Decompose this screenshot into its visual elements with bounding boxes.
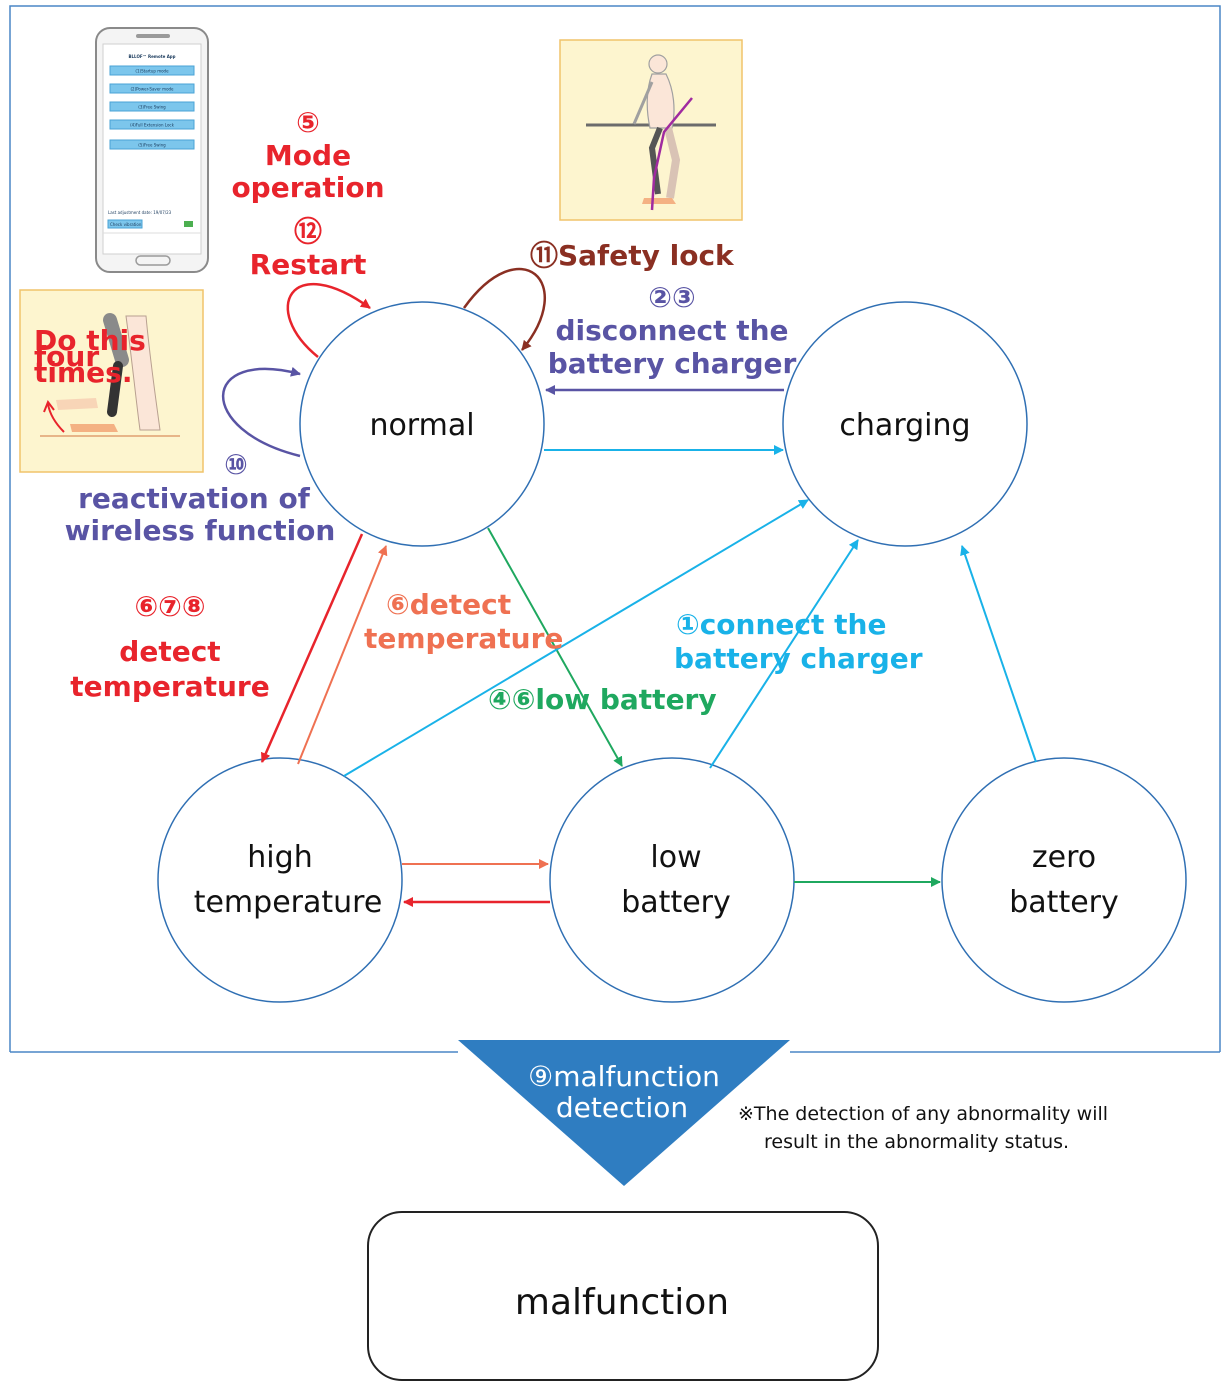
arrow-zero-battery-to-charging: [960, 545, 1037, 763]
state-normal-label: normal: [369, 408, 474, 443]
malfunction-detection-label-2: detection: [556, 1091, 688, 1124]
label-detect-temperature-red-number: ⑥⑦⑧: [134, 590, 205, 623]
arrow-high-temperature-to-normal: [297, 545, 388, 765]
arrow-low-battery-to-charging: [709, 539, 859, 769]
label-mode-operation-number: ⑤: [296, 106, 320, 139]
state-zero-battery-label-1: zero: [1032, 840, 1096, 875]
phone-button-4: (4)Full Extension Lock: [130, 123, 174, 128]
phone-button-1: (1)Startup mode: [135, 69, 169, 74]
state-charging-node: [782, 301, 1028, 547]
label-mode-operation-line-2: operation: [231, 171, 384, 204]
diagram-frame: [9, 5, 1221, 1052]
state-high-temperature-node: [157, 757, 403, 1003]
label-mode-operation-line-1: Mode: [265, 139, 351, 172]
label-restart-number: ⑫: [294, 215, 322, 248]
label-restart: Restart: [250, 248, 367, 281]
state-normal-node: [299, 301, 545, 547]
label-detect-temperature-orange-line-2: temperature: [364, 622, 563, 655]
label-detect-temperature-red-line-2: temperature: [70, 670, 269, 703]
arrow-normal-to-low-battery: [487, 527, 623, 767]
label-low-battery-transition: ④⑥low battery: [488, 683, 717, 716]
label-reactivation-number: ⑩: [224, 448, 248, 481]
label-connect-line-2: battery charger: [674, 642, 923, 675]
knee-caption-line-1: Do this: [34, 324, 146, 357]
arrow-restart-loop: [286, 282, 371, 358]
state-high-temperature-label-1: high: [247, 840, 312, 875]
state-charging-label: charging: [839, 408, 970, 443]
phone-app-title: BLLOF™ Remote App: [128, 54, 175, 59]
label-disconnect-line-2: battery charger: [548, 347, 797, 380]
malfunction-detection-label-1: ⑨malfunction: [528, 1060, 720, 1093]
arrow-high-temperature-to-charging: [343, 499, 809, 777]
malfunction-detection-triangle: [458, 1040, 790, 1186]
abnormality-note-line-1: ※The detection of any abnormality will: [738, 1103, 1108, 1125]
state-zero-battery-node: [941, 757, 1187, 1003]
phone-button-5: (5)Free Swing: [138, 143, 166, 148]
label-detect-temperature-red-line-1: detect: [119, 635, 220, 668]
state-malfunction-label: malfunction: [515, 1282, 729, 1323]
state-high-temperature-label-2: temperature: [194, 885, 383, 920]
knee-flex-illustration: Do this four times.: [19, 289, 204, 473]
phone-check-label: Check vibration: [110, 222, 142, 227]
state-low-battery-label-2: battery: [621, 885, 731, 920]
safety-lock-illustration: [559, 39, 743, 221]
arrow-safety-lock-loop: [462, 267, 547, 351]
state-zero-battery-label-2: battery: [1009, 885, 1119, 920]
abnormality-note-line-2: result in the abnormality status.: [764, 1131, 1069, 1153]
knee-caption-line-3: times.: [34, 356, 132, 389]
state-low-battery-label-1: low: [650, 840, 701, 875]
label-connect-line-1: ①connect the: [676, 608, 886, 641]
arrow-reactivation-loop: [221, 366, 301, 458]
label-safety-lock: ⑪Safety lock: [530, 239, 735, 272]
label-detect-temperature-orange-line-1: ⑥detect: [386, 588, 511, 621]
label-disconnect-number: ②③: [648, 281, 695, 314]
label-reactivation-line-1: reactivation of: [78, 482, 311, 515]
phone-button-3: (3)Free Swing: [138, 105, 166, 110]
arrow-normal-to-high-temperature: [260, 533, 364, 763]
label-disconnect-line-1: disconnect the: [555, 314, 788, 347]
phone-footer-text: Last adjustment date: 19/07/23: [108, 210, 172, 215]
label-reactivation-line-2: wireless function: [65, 514, 336, 547]
phone-button-2: (2)Power-Saver mode: [130, 87, 174, 92]
state-malfunction-node: [367, 1211, 879, 1381]
state-low-battery-node: [549, 757, 795, 1003]
knee-caption-line-2: four: [34, 340, 99, 373]
phone-app-illustration: BLLOF™ Remote App (1)Startup mode (2)Pow…: [95, 27, 209, 273]
